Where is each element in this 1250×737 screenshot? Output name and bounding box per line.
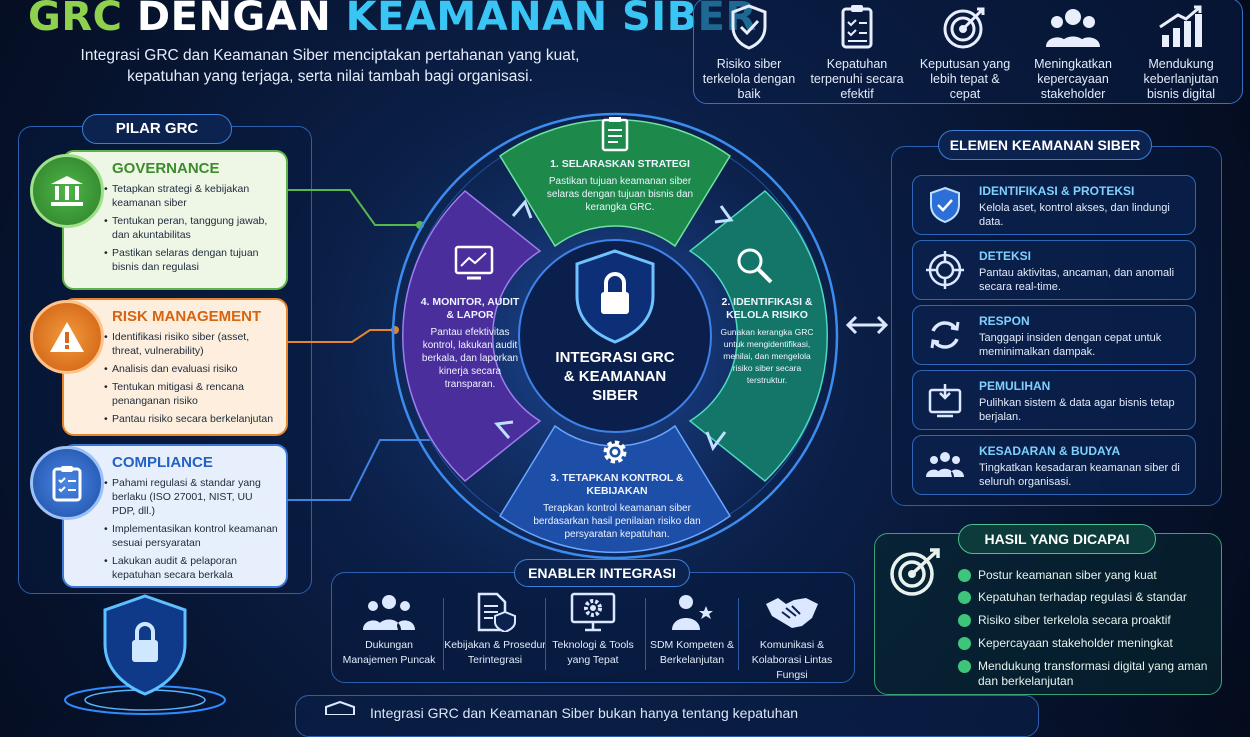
cycle-step-1: 1. SELARASKAN STRATEGI Pastikan tujuan k… (546, 158, 694, 213)
governance-icon (30, 154, 104, 228)
shield-icon (325, 701, 355, 715)
cycle-arrow (714, 205, 734, 224)
cycle-segment-4 (402, 190, 542, 482)
monitor-gear-icon (570, 592, 616, 632)
elements-header: ELEMEN KEAMANAN SIBER (938, 130, 1152, 160)
crosshair-icon (926, 251, 964, 289)
pillar-bullets: Pahami regulasi & standar yang berlaku (… (64, 476, 286, 582)
check-icon (958, 637, 971, 650)
glowing-shield-icon (64, 594, 226, 715)
cycle-arrow (511, 199, 533, 219)
benefit-item: Meningkatkan kepercayaan stakeholder (1023, 0, 1123, 102)
gear-icon (603, 440, 627, 464)
element-respon: RESPON Tanggapi insiden dengan cepat unt… (912, 305, 1196, 365)
page-subtitle: Integrasi GRC dan Keamanan Siber mencipt… (80, 47, 580, 85)
element-kesadaran-budaya: KESADARAN & BUDAYA Tingkatkan kesadaran … (912, 435, 1196, 495)
pillar-bullets: Identifikasi risiko siber (asset, threat… (64, 330, 286, 426)
management-icon (363, 595, 415, 630)
growth-chart-icon (1159, 5, 1202, 47)
target-icon (943, 7, 985, 49)
check-icon (958, 591, 971, 604)
cycle-step-3: 3. TETAPKAN KONTROL & KEBIJAKAN Terapkan… (533, 472, 701, 540)
enabler-item: Kebijakan & Prosedur Terintegrasi (443, 592, 547, 668)
result-item: Risiko siber terkelola secara proaktif (958, 613, 1208, 628)
element-identifikasi-proteksi: IDENTIFIKASI & PROTEKSI Kelola aset, kon… (912, 175, 1196, 235)
checklist-icon (841, 5, 873, 49)
handshake-icon (766, 598, 818, 628)
target-icon (890, 548, 940, 596)
people-icon (1046, 9, 1100, 47)
enabler-item: Dukungan Manajemen Puncak (337, 592, 441, 668)
benefits-panel: Risiko siber terkelola dengan baik Kepat… (693, 0, 1243, 104)
element-pemulihan: PEMULIHAN Pulihkan sistem & data agar bi… (912, 370, 1196, 430)
warning-icon (30, 300, 104, 374)
grc-cycle-diagram (387, 108, 843, 564)
enabler-item: Komunikasi & Kolaborasi Lintas Fungsi (740, 592, 844, 683)
cycle-segment-2 (688, 190, 828, 482)
check-icon (958, 614, 971, 627)
page-title: GRC DENGAN KEAMANAN SIBER (28, 0, 757, 40)
check-icon (958, 660, 971, 673)
results-panel (874, 533, 1222, 695)
benefit-item: Mendukung keberlanjutan bisnis digital (1131, 0, 1231, 102)
cycle-segment-3 (498, 424, 732, 554)
double-arrow-icon (845, 315, 889, 335)
shield-check-icon (731, 4, 767, 50)
enabler-item: SDM Kompeten & Berkelanjutan (640, 592, 744, 668)
cycle-arrow (494, 420, 514, 439)
result-item: Kepercayaan stakeholder meningkat (958, 636, 1208, 651)
pillar-bullets: Tetapkan strategi & kebijakan keamanan s… (64, 182, 286, 274)
footer-text: Integrasi GRC dan Keamanan Siber bukan h… (370, 705, 799, 721)
result-item: Kepatuhan terhadap regulasi & standar (958, 590, 1208, 605)
cycle-arrow (705, 431, 727, 452)
refresh-icon (930, 321, 960, 349)
cycle-step-2: 2. IDENTIFIKASI & KELOLA RISIKO Gunakan … (720, 296, 814, 385)
cycle-center-label: INTEGRASI GRC & KEAMANAN SIBER (555, 349, 675, 404)
results-header: HASIL YANG DICAPAI (958, 524, 1156, 554)
team-icon (926, 452, 964, 477)
cycle-step-4: 4. MONITOR, AUDIT & LAPOR Pantau efektiv… (420, 296, 520, 390)
benefit-item: Keputusan yang lebih tepat & cepat (915, 0, 1015, 102)
checklist-icon (601, 117, 629, 152)
pillars-header: PILAR GRC (82, 114, 232, 144)
policy-doc-icon (477, 592, 516, 632)
enablers-header: ENABLER INTEGRASI (514, 559, 690, 587)
star-person-icon (672, 595, 713, 630)
cycle-segment-1 (498, 118, 732, 248)
benefit-item: Risiko siber terkelola dengan baik (699, 0, 799, 102)
shield-icon (930, 186, 960, 224)
magnifier-icon (737, 248, 773, 284)
check-icon (958, 569, 971, 582)
result-item: Postur keamanan siber yang kuat (958, 568, 1208, 583)
element-deteksi: DETEKSI Pantau aktivitas, ancaman, dan a… (912, 240, 1196, 300)
result-item: Mendukung transformasi digital yang aman… (958, 659, 1208, 689)
monitor-chart-icon (454, 245, 494, 280)
benefit-item: Kepatuhan terpenuhi secara efektif (807, 0, 907, 102)
recovery-icon (928, 384, 962, 418)
clipboard-icon (30, 446, 104, 520)
enabler-item: Teknologi & Tools yang Tepat (541, 592, 645, 668)
